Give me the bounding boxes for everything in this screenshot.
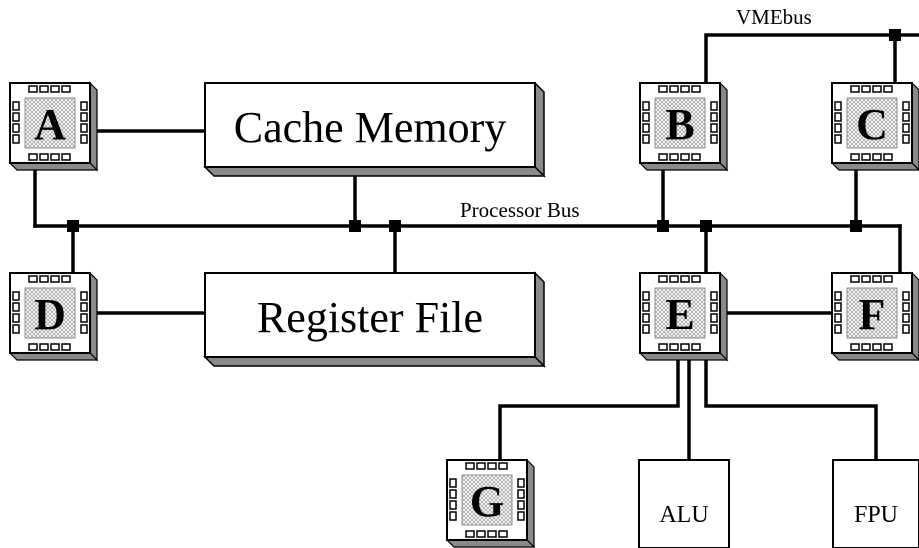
chip-e-label: E [665,290,694,339]
junction-dot [889,29,901,41]
chip-g: G [445,458,536,548]
chip-g-label: G [470,477,504,526]
junction-dot [67,220,79,232]
alu-box: ALU [638,459,730,548]
chip-d-label: D [34,290,66,339]
chip-f-label: F [859,290,886,339]
alu-label: ALU [659,502,708,528]
chip-e: E [638,271,729,362]
wire-e-g [498,328,680,462]
chip-f: F [830,271,919,361]
vme-bus-line [704,33,919,107]
chip-c: C [830,81,919,171]
junction-dot [389,220,401,232]
wire-e-fpu [704,328,878,462]
junction-dot [657,220,669,232]
chip-d: D [8,271,99,362]
junction-dot [349,220,361,232]
vme-bus-label: VMEbus [736,5,812,29]
cache-memory-label: Cache Memory [234,103,506,152]
chip-a: A [8,81,99,172]
register-file-box: Register File [203,271,546,368]
fpu-label: FPU [854,502,898,528]
register-file-label: Register File [257,293,483,342]
fpu-box: FPU [832,459,919,548]
junction-dot [700,220,712,232]
chip-b: B [638,81,729,172]
chip-a-label: A [34,100,66,149]
cache-memory-box: Cache Memory [203,81,546,178]
processor-bus-label: Processor Bus [460,198,580,222]
chip-b-label: B [665,100,694,149]
junction-dot [850,220,862,232]
chip-c-label: C [856,100,888,149]
